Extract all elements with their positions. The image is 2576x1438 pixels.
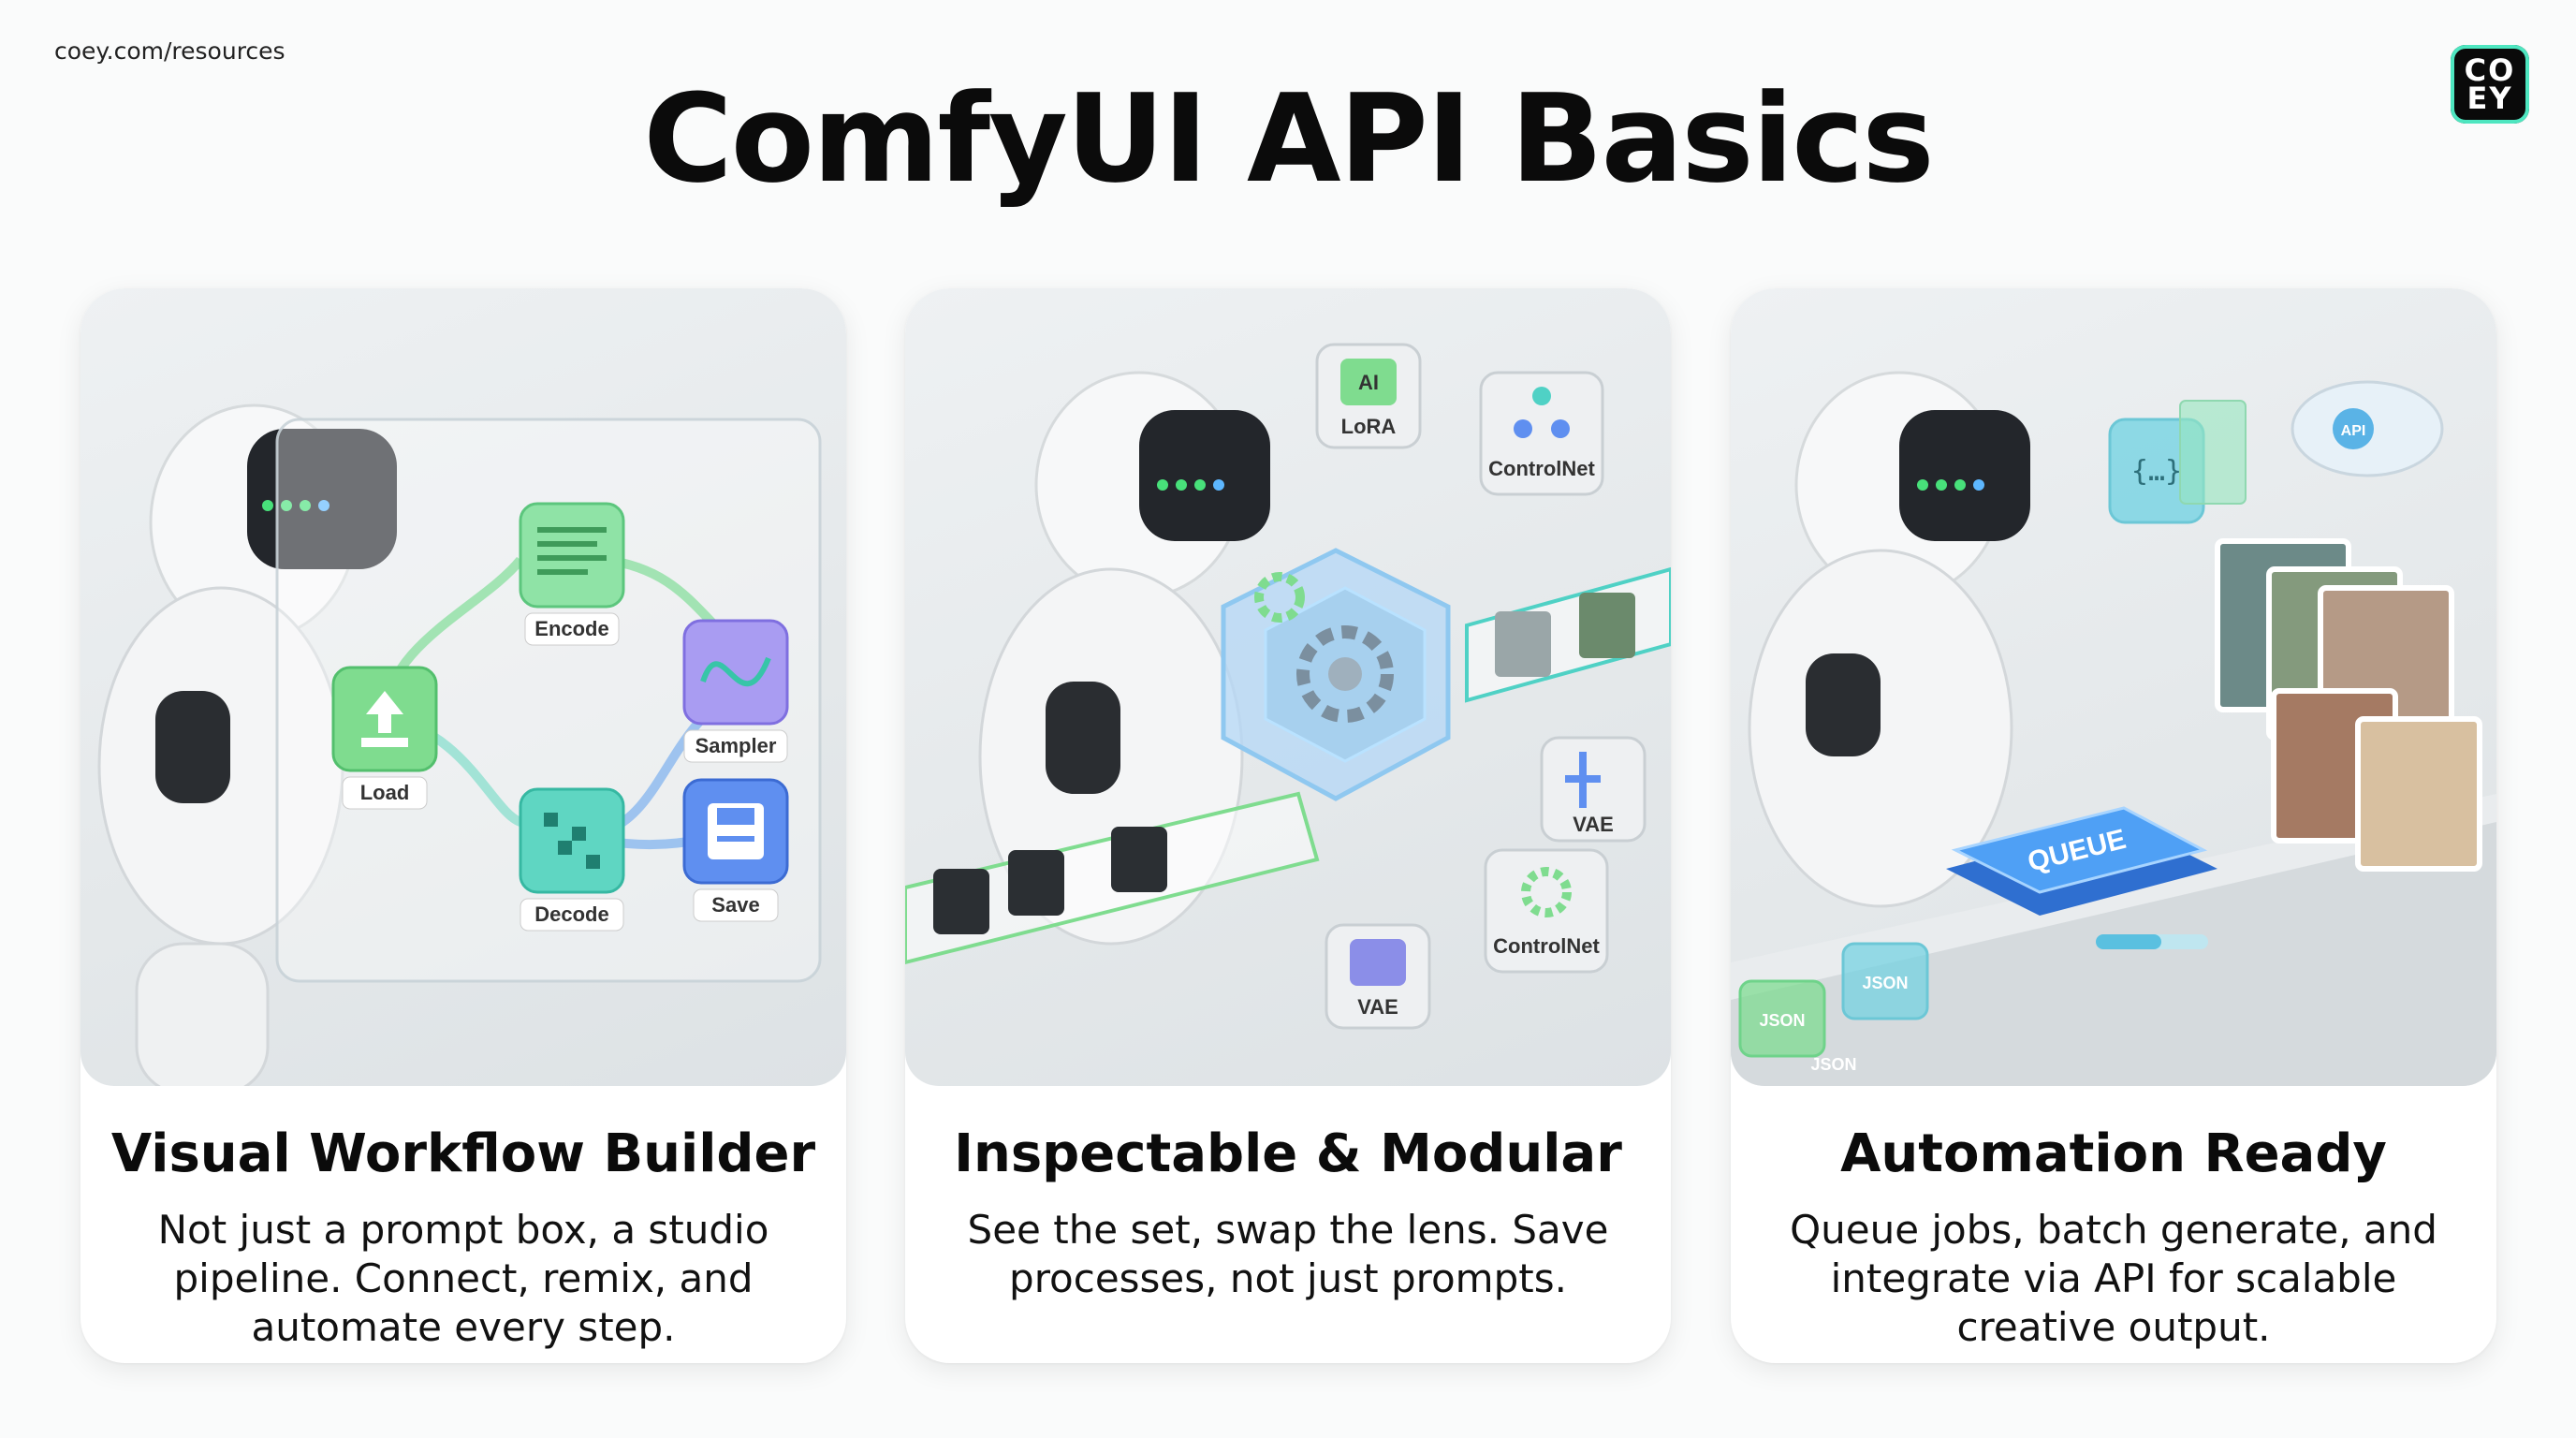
svg-text:{…}: {…} [2131,455,2182,488]
card-description: See the set, swap the lens. Save process… [967,1207,1609,1301]
tile-lora-label: LoRA [1341,415,1397,438]
tile-controlnet-label: ControlNet [1488,457,1595,480]
modular-illustration: AI LoRA ControlNet VAE ControlNet [905,288,1671,1086]
robot-figure [1748,371,2030,908]
tile-lora: AI LoRA [1315,343,1422,449]
source-url[interactable]: coey.com/resources [54,37,285,65]
automation-illustration-svg: {…} API QUEUE [1731,371,2496,1086]
workflow-illustration-svg: Encode Load Sampler [97,404,822,1086]
node-sampler: Sampler [682,619,789,763]
tile-vae-2-label: VAE [1357,995,1398,1019]
tile-controlnet-top: ControlNet [1479,371,1604,496]
workflow-illustration: Encode Load Sampler [80,288,846,1086]
node-sampler-label: Sampler [695,734,777,757]
progress-fill [2096,934,2161,949]
tile-controlnet-2-label: ControlNet [1493,934,1600,958]
tile-vae-bottom: VAE [1325,923,1431,1030]
logo-line-2: EY [2466,81,2513,116]
node-encode: Encode [519,502,625,646]
logo-line-1: CO [2464,52,2516,88]
tile-vae-label: VAE [1573,813,1614,836]
card-title: Automation Ready [1840,1123,2387,1184]
card-description: Not just a prompt box, a studio pipeline… [157,1207,769,1350]
node-save-label: Save [711,893,759,917]
image-stack [2215,538,2482,872]
brand-logo: CO EY [2451,45,2529,124]
queue-button[interactable]: QUEUE [1946,806,2217,916]
filmstrip [905,566,1671,965]
card-automation-ready: {…} API QUEUE [1731,288,2496,1363]
json-label-2: JSON [1862,974,1908,992]
node-load-label: Load [360,781,410,804]
cloud-api-label: API [2341,423,2366,439]
page-title: ComfyUI API Basics [643,67,1934,210]
node-encode-label: Encode [534,617,608,640]
card-visual-workflow-builder: Encode Load Sampler [80,288,846,1363]
json-tiles: JSON JSON JSON [1738,942,1929,1074]
card-title: Inspectable & Modular [954,1123,1622,1184]
tile-vae-right: VAE [1540,736,1647,843]
tile-controlnet-bottom: ControlNet [1484,848,1609,974]
node-load: Load [331,666,438,810]
card-inspectable-modular: AI LoRA ControlNet VAE ControlNet [905,288,1671,1363]
node-save: Save [682,778,789,922]
node-decode-label: Decode [534,902,608,926]
hexagon-core [1221,548,1451,801]
card-title: Visual Workflow Builder [110,1123,816,1184]
card-description: Queue jobs, batch generate, and integrat… [1790,1207,2437,1350]
code-block-icon: {…} [2108,400,2247,524]
node-decode: Decode [519,787,625,932]
cloud-icon: API [2291,380,2444,477]
json-label-3: JSON [1810,1055,1856,1074]
robot-figure [97,404,397,1086]
tile-ai-label: AI [1358,371,1379,394]
modular-illustration-svg: AI LoRA ControlNet VAE ControlNet [905,343,1671,1030]
automation-illustration: {…} API QUEUE [1731,288,2496,1086]
json-label-1: JSON [1759,1011,1805,1030]
